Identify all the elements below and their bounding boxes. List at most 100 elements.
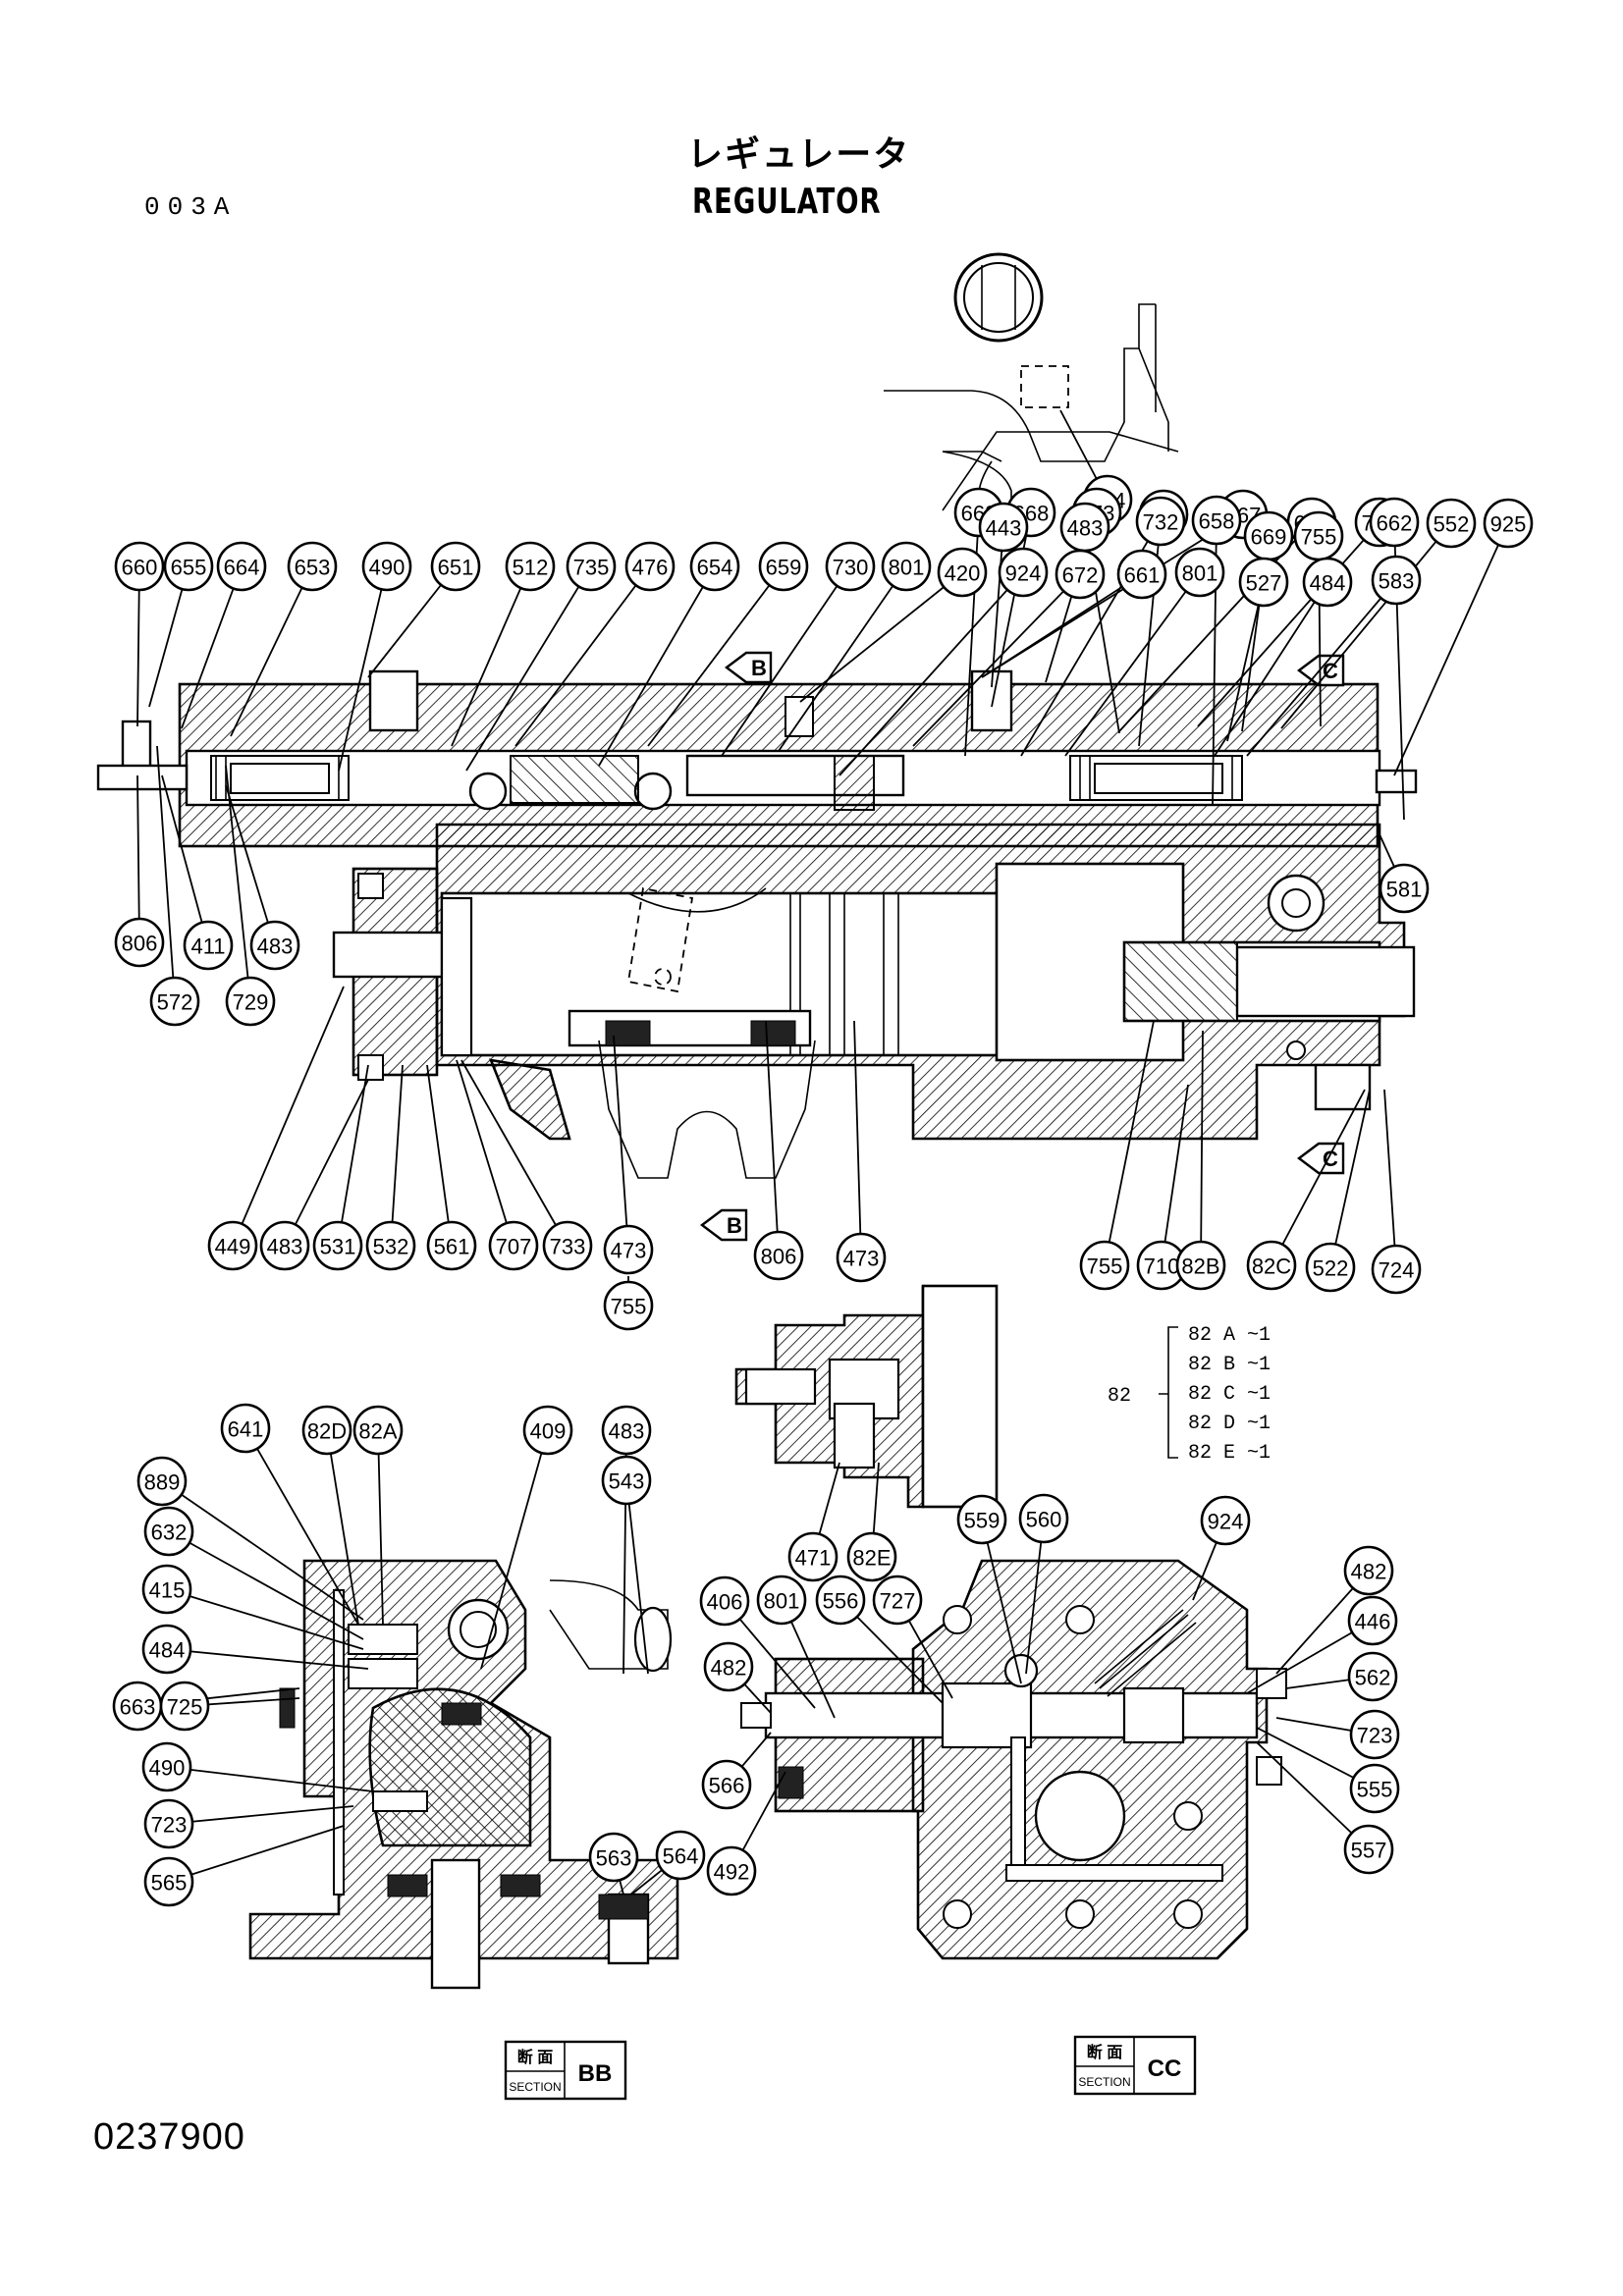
part-callout-82e: 82E bbox=[846, 1531, 897, 1582]
callout-leader bbox=[778, 565, 907, 752]
callout-leader bbox=[1393, 522, 1509, 776]
callout-leader bbox=[647, 565, 784, 747]
callout-leader bbox=[232, 986, 345, 1247]
part-callout-543: 543 bbox=[601, 1455, 652, 1506]
part-callout-733: 733 bbox=[542, 1220, 593, 1271]
part-number: 543 bbox=[609, 1469, 645, 1494]
variants-group: 82 bbox=[1108, 1385, 1131, 1408]
callout-leader bbox=[465, 565, 592, 772]
callout-leader bbox=[1064, 571, 1201, 757]
callout-leader bbox=[1025, 1518, 1045, 1675]
part-callout-483: 483 bbox=[601, 1405, 652, 1456]
part-callout-583: 583 bbox=[1371, 555, 1422, 606]
callout-leader bbox=[225, 784, 276, 946]
part-number: 449 bbox=[215, 1235, 251, 1259]
part-number: 82C bbox=[1252, 1255, 1291, 1279]
part-callout-669: 669 bbox=[1243, 510, 1294, 561]
part-callout-641: 641 bbox=[220, 1403, 271, 1454]
part-number: 801 bbox=[764, 1589, 800, 1614]
part-callout-82b: 82B bbox=[1175, 1240, 1226, 1291]
part-number: 527 bbox=[1246, 571, 1282, 596]
part-callout-565: 565 bbox=[143, 1856, 194, 1907]
part-callout-559: 559 bbox=[956, 1494, 1007, 1545]
part-number: 406 bbox=[707, 1590, 743, 1615]
callout-leader bbox=[598, 565, 716, 767]
part-number: 723 bbox=[1357, 1724, 1393, 1748]
part-number: 512 bbox=[513, 556, 549, 580]
part-number: 653 bbox=[295, 556, 331, 580]
part-number: 490 bbox=[369, 556, 406, 580]
part-callout-889: 889 bbox=[136, 1456, 188, 1507]
part-callout-552: 552 bbox=[1426, 498, 1477, 549]
part-number: 531 bbox=[320, 1235, 356, 1259]
part-number: 658 bbox=[1199, 509, 1235, 534]
part-number: 664 bbox=[224, 556, 260, 580]
callout-leader bbox=[1161, 1084, 1189, 1266]
part-callout-443: 443 bbox=[978, 502, 1029, 553]
part-callout-484: 484 bbox=[141, 1624, 192, 1675]
section-bb-jp: 断 面 bbox=[517, 2048, 553, 2066]
callout-leader bbox=[338, 565, 388, 772]
part-number: 725 bbox=[167, 1695, 203, 1720]
part-callout-723: 723 bbox=[1349, 1709, 1400, 1760]
callout-leader bbox=[168, 1530, 364, 1640]
part-callout-82a: 82A bbox=[352, 1405, 404, 1456]
callout-leader bbox=[1256, 1741, 1370, 1850]
part-number: 564 bbox=[663, 1844, 699, 1869]
part-number: 483 bbox=[267, 1235, 303, 1259]
callout-leader bbox=[1329, 1089, 1371, 1268]
part-number: 729 bbox=[233, 990, 269, 1015]
part-number: 473 bbox=[611, 1239, 647, 1263]
part-callout-411: 411 bbox=[183, 920, 234, 971]
callout-leader bbox=[326, 1429, 359, 1626]
part-callout-531: 531 bbox=[312, 1220, 363, 1271]
part-number: 727 bbox=[880, 1589, 916, 1614]
part-callout-82d: 82D bbox=[301, 1405, 352, 1456]
part-callout-532: 532 bbox=[365, 1220, 416, 1271]
callout-leader bbox=[456, 1059, 514, 1247]
callout-leader bbox=[166, 1766, 374, 1792]
section-cc-en: SECTION bbox=[1078, 2075, 1130, 2089]
part-number: 707 bbox=[496, 1235, 532, 1259]
part-number: 806 bbox=[761, 1245, 797, 1269]
variants-list: 82 82 A ~1 82 B ~1 82 C ~1 82 D ~1 82 E … bbox=[1108, 1324, 1271, 1465]
callout-leader bbox=[390, 1064, 404, 1247]
part-number: 552 bbox=[1434, 512, 1470, 537]
part-callout-661: 661 bbox=[1116, 549, 1167, 600]
part-number: 659 bbox=[766, 556, 802, 580]
top-detail-view bbox=[884, 252, 1179, 513]
callout-leader bbox=[230, 565, 313, 737]
callout-leader bbox=[1246, 579, 1397, 757]
part-number: 733 bbox=[550, 1235, 586, 1259]
part-callout-82c: 82C bbox=[1246, 1240, 1297, 1291]
section-bb-label: 断 面 SECTION BB bbox=[504, 2040, 627, 2101]
part-number: 663 bbox=[120, 1695, 156, 1720]
callout-leader bbox=[161, 1480, 364, 1621]
callout-leader bbox=[1226, 581, 1265, 742]
part-number: 555 bbox=[1357, 1778, 1393, 1802]
callout-leader bbox=[166, 1588, 364, 1650]
part-callout-555: 555 bbox=[1349, 1763, 1400, 1814]
part-number: 669 bbox=[1251, 525, 1287, 550]
section-bb-letters: BB bbox=[578, 2060, 613, 2087]
callout-leader bbox=[136, 774, 140, 943]
part-callout-564: 564 bbox=[655, 1830, 706, 1881]
part-callout-729: 729 bbox=[225, 976, 276, 1027]
callout-leader bbox=[991, 526, 1004, 688]
part-number: 484 bbox=[1310, 571, 1346, 596]
part-callout-806: 806 bbox=[114, 917, 165, 968]
part-callout-924: 924 bbox=[1200, 1495, 1251, 1546]
callout-leader bbox=[853, 1020, 862, 1258]
section-bb-en: SECTION bbox=[509, 2080, 561, 2094]
part-callout-723: 723 bbox=[143, 1798, 194, 1849]
part-callout-415: 415 bbox=[141, 1564, 192, 1615]
part-callout-476: 476 bbox=[624, 541, 676, 592]
part-number: 924 bbox=[1005, 561, 1042, 586]
part-callout-660: 660 bbox=[114, 541, 165, 592]
callout-leader bbox=[1280, 522, 1452, 729]
part-callout-473: 473 bbox=[603, 1224, 654, 1275]
part-callout-566: 566 bbox=[701, 1759, 752, 1810]
callout-leader bbox=[799, 571, 963, 703]
part-number: 641 bbox=[228, 1417, 264, 1442]
variant-item: 82 B ~1 bbox=[1188, 1354, 1271, 1376]
